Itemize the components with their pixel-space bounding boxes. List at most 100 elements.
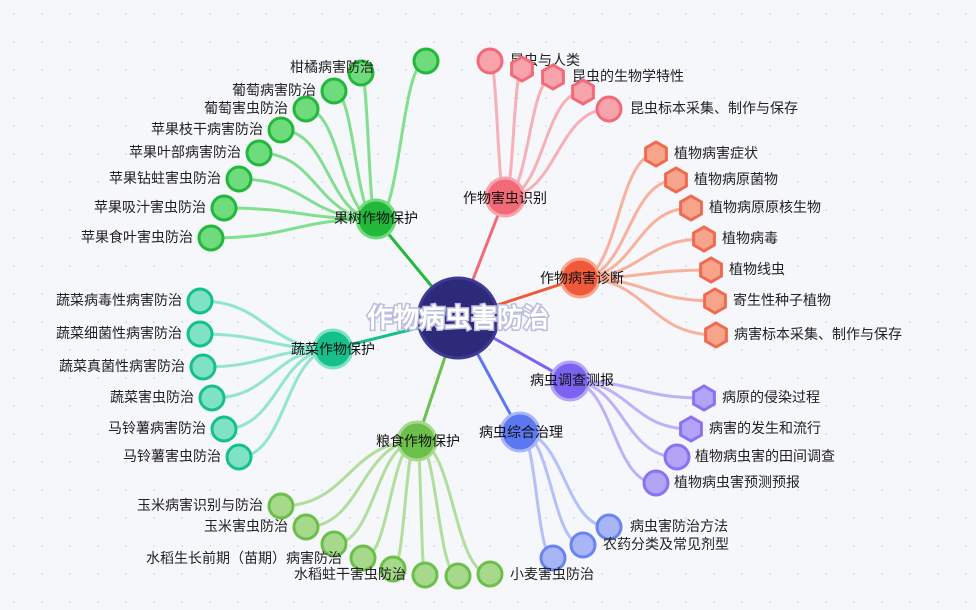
leaf-circle-icon <box>569 531 597 559</box>
leaf-node-grain-4[interactable]: 水稻蛀干害虫防治 <box>294 555 407 583</box>
leaf-circle-icon <box>245 139 273 167</box>
leaf-node-fruit-6[interactable]: 苹果钻蛀害虫防治 <box>109 165 253 193</box>
leaf-label: 蔬菜病毒性病害防治 <box>56 293 182 309</box>
branch-circle-icon <box>312 328 354 370</box>
leaf-label: 玉米害虫防治 <box>204 519 288 535</box>
link-diag-1 <box>579 178 677 280</box>
leaf-label: 蔬菜害虫防治 <box>110 390 194 406</box>
leaf-circle-icon <box>225 443 253 471</box>
leaf-hexagon-icon <box>664 166 688 194</box>
leaf-hexagon-icon <box>692 384 716 412</box>
leaf-circle-icon <box>210 415 238 443</box>
branch-label: 病虫调查测报 <box>530 373 614 389</box>
leaf-node-insect-3[interactable] <box>571 78 595 106</box>
leaf-node-fruit-4[interactable]: 苹果枝干病害防治 <box>151 116 295 144</box>
branch-circle-icon <box>484 176 526 218</box>
leaf-label: 植物病毒 <box>722 231 778 247</box>
branch-node-integ[interactable]: 病虫综合治理 <box>479 411 563 453</box>
leaf-circle-icon <box>539 544 567 572</box>
leaf-node-fruit-3[interactable]: 葡萄害虫防治 <box>204 95 320 123</box>
leaf-node-grain-6[interactable] <box>444 562 472 590</box>
leaf-node-veg-1[interactable]: 蔬菜细菌性病害防治 <box>56 320 214 348</box>
leaf-label: 葡萄害虫防治 <box>204 101 288 117</box>
leaf-node-fruit-5[interactable]: 苹果叶部病害防治 <box>129 139 273 167</box>
leaf-node-fruit-1[interactable] <box>412 47 440 75</box>
link-fruit-1 <box>375 59 427 221</box>
leaf-hexagon-icon <box>699 256 723 284</box>
leaf-node-fruit-7[interactable]: 苹果吸汁害虫防治 <box>94 194 238 222</box>
leaf-node-diag-3[interactable]: 植物病毒 <box>692 225 778 253</box>
leaf-node-veg-2[interactable]: 蔬菜真菌性病害防治 <box>59 353 217 381</box>
center-circle-icon <box>416 276 500 360</box>
leaf-label: 昆虫标本采集、制作与保存 <box>630 100 798 117</box>
branch-node-fruit[interactable]: 果树作物保护 <box>334 198 418 240</box>
leaf-label: 水稻生长前期（苗期）病害防治 <box>146 550 342 567</box>
leaf-node-grain-0[interactable]: 玉米病害识别与防治 <box>137 492 295 520</box>
leaf-circle-icon <box>476 47 504 75</box>
leaf-node-grain-5[interactable] <box>411 561 439 589</box>
leaf-node-diag-4[interactable]: 植物线虫 <box>699 256 785 284</box>
leaf-label: 蔬菜细菌性病害防治 <box>56 326 182 342</box>
leaf-node-veg-3[interactable]: 蔬菜害虫防治 <box>110 384 226 412</box>
branch-node-insect[interactable]: 作物害虫识别 <box>463 176 547 218</box>
leaf-node-fruit-0[interactable]: 柑橘病害防治 <box>290 59 375 87</box>
leaf-label: 植物病原原核生物 <box>709 200 821 216</box>
leaf-label: 植物病原菌物 <box>694 172 778 188</box>
leaf-node-diag-5[interactable]: 寄生性种子植物 <box>703 287 831 315</box>
link-veg-5 <box>238 347 334 459</box>
leaf-node-veg-0[interactable]: 蔬菜病毒性病害防治 <box>56 287 214 315</box>
leaf-hexagon-icon <box>679 415 703 443</box>
leaf-label: 植物病虫害的田间调查 <box>695 449 835 465</box>
leaf-label: 农药分类及常见剂型 <box>603 537 729 553</box>
leaf-node-survey-1[interactable]: 病害的发生和流行 <box>679 415 821 443</box>
link-fruit-8 <box>210 217 377 240</box>
branch-circle-icon <box>396 420 438 462</box>
leaf-circle-icon <box>411 561 439 589</box>
leaf-node-diag-1[interactable]: 植物病原菌物 <box>664 166 778 194</box>
leaf-node-survey-2[interactable]: 植物病虫害的田间调查 <box>663 443 835 471</box>
leaf-node-grain-2[interactable] <box>320 530 348 558</box>
leaf-node-fruit-2[interactable]: 葡萄病害防治 <box>232 77 348 105</box>
leaf-circle-icon <box>198 384 226 412</box>
leaf-circle-icon <box>267 492 295 520</box>
leaf-node-integ-0[interactable]: 病虫害防治方法 <box>595 513 728 541</box>
leaf-label: 病害的发生和流行 <box>709 421 821 437</box>
leaf-node-grain-3[interactable]: 水稻生长前期（苗期）病害防治 <box>146 544 377 572</box>
leaf-circle-icon <box>186 320 214 348</box>
center-label: 作物病虫害防治 <box>367 303 549 334</box>
leaf-node-grain-1[interactable]: 玉米害虫防治 <box>204 513 320 541</box>
branch-node-survey[interactable]: 病虫调查测报 <box>530 360 614 402</box>
leaf-node-survey-0[interactable]: 病原的侵染过程 <box>692 384 820 412</box>
leaf-node-veg-5[interactable]: 马铃薯害虫防治 <box>123 443 253 471</box>
center-node[interactable]: 作物病虫害防治 <box>365 276 551 360</box>
leaf-node-insect-2[interactable]: 昆虫的生物学特性 <box>541 63 684 91</box>
leaf-node-diag-6[interactable]: 病害标本采集、制作与保存 <box>704 321 902 349</box>
branch-node-grain[interactable]: 粮食作物保护 <box>376 420 460 462</box>
leaf-label: 苹果叶部病害防治 <box>129 145 241 161</box>
leaf-node-veg-4[interactable]: 马铃薯病害防治 <box>108 415 238 443</box>
branch-node-veg[interactable]: 蔬菜作物保护 <box>291 328 375 370</box>
leaf-node-fruit-8[interactable]: 苹果食叶害虫防治 <box>81 224 225 252</box>
leaf-node-survey-3[interactable]: 植物病虫害预测预报 <box>642 469 800 497</box>
leaf-hexagon-icon <box>510 55 534 83</box>
branch-circle-icon <box>355 198 397 240</box>
leaf-circle-icon <box>595 95 623 123</box>
leaf-circle-icon <box>320 530 348 558</box>
leaf-label: 植物线虫 <box>729 262 785 278</box>
leaf-node-grain-7[interactable]: 小麦害虫防治 <box>476 560 594 588</box>
leaf-label: 柑橘病害防治 <box>290 60 374 76</box>
leaf-node-diag-2[interactable]: 植物病原原核生物 <box>679 194 821 222</box>
node-layer: 柑橘病害防治葡萄病害防治葡萄害虫防治苹果枝干病害防治苹果叶部病害防治苹果钻蛀害虫… <box>56 47 902 590</box>
leaf-node-insect-1[interactable] <box>510 55 534 83</box>
leaf-label: 马铃薯害虫防治 <box>123 449 221 465</box>
link-diag-6 <box>579 276 717 337</box>
leaf-node-insect-4[interactable]: 昆虫标本采集、制作与保存 <box>595 95 798 123</box>
leaf-circle-icon <box>663 443 691 471</box>
leaf-hexagon-icon <box>541 63 565 91</box>
leaf-node-integ-1[interactable]: 农药分类及常见剂型 <box>569 531 729 559</box>
leaf-node-diag-0[interactable]: 植物病害症状 <box>644 140 758 168</box>
leaf-node-integ-2[interactable] <box>539 544 567 572</box>
branch-node-diag[interactable]: 作物病害诊断 <box>540 257 624 299</box>
leaf-label: 苹果食叶害虫防治 <box>81 229 193 246</box>
leaf-hexagon-icon <box>644 140 668 168</box>
